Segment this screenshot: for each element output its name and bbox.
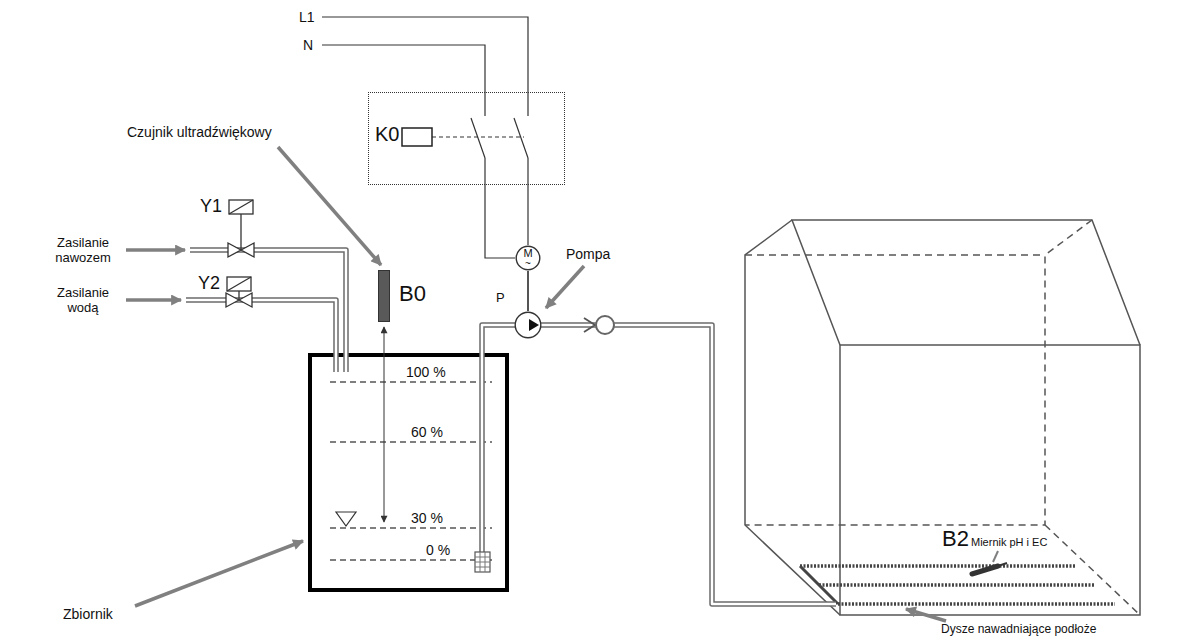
- contactor-label: K0: [375, 124, 570, 144]
- greenhouse-side: [745, 220, 840, 615]
- probe-tip: [998, 563, 1007, 566]
- tank-outline: [310, 355, 507, 590]
- neutral-wire: [322, 45, 485, 116]
- greenhouse-front: [840, 345, 1140, 615]
- strainer: [475, 552, 490, 572]
- solenoid-valve: [226, 277, 252, 307]
- callout-arrow: [126, 298, 181, 302]
- callout-arrow: [135, 541, 303, 606]
- greenhouse: [745, 220, 1140, 615]
- strainer-mesh: [475, 552, 490, 572]
- nozzle-lines: [800, 566, 1115, 604]
- level-lines: [330, 382, 492, 560]
- contact-blade: [514, 118, 528, 158]
- callout-text: Czujnik ultradźwiękowy: [126, 124, 273, 140]
- hidden-edge: [1045, 525, 1140, 615]
- greenhouse-roof: [792, 220, 1140, 345]
- suction-pipe: [482, 325, 515, 556]
- relay-coil: [402, 128, 432, 146]
- contact-wire: [527, 158, 528, 185]
- level-label: 100 %: [405, 364, 447, 380]
- symbol-circle: [515, 312, 541, 338]
- hidden-edge: [745, 254, 1045, 256]
- callout-text: Zasilanie nawozem: [50, 236, 116, 266]
- callout-arrows: [126, 147, 946, 621]
- sensor-description: Miernik pH i EC: [970, 536, 1048, 549]
- callout-arrow: [126, 248, 185, 252]
- contactor-box: K0: [368, 92, 565, 185]
- contact-wire: [484, 158, 485, 185]
- sensor-label: B2: [941, 526, 970, 551]
- solenoid-coil: [229, 200, 253, 214]
- level-label: 30 %: [410, 510, 444, 526]
- level-label: 0 %: [425, 542, 451, 558]
- check-valve: [596, 316, 614, 334]
- distance-arrow: [384, 327, 385, 522]
- fertilizer-pipe: [190, 250, 346, 372]
- pump-label: P: [496, 291, 524, 304]
- motor-letter: M: [523, 248, 532, 259]
- power-wiring: [322, 17, 528, 185]
- sensor-label: B0: [399, 283, 409, 305]
- solenoid-mark: [227, 277, 251, 291]
- callout-arrow: [906, 609, 946, 621]
- line-name: N: [302, 37, 314, 53]
- callout-arrow: [546, 266, 584, 308]
- nozzle-line: [838, 602, 1115, 606]
- valve-stem: [240, 214, 241, 250]
- phase-wire: [322, 17, 528, 116]
- valve-stem: [238, 291, 239, 300]
- power-wire: [485, 185, 515, 258]
- power-wire: [527, 185, 528, 245]
- valve-label: Y2: [197, 273, 221, 294]
- solenoid-mark: [229, 200, 253, 214]
- valve-body: [228, 243, 254, 257]
- hidden-edge: [745, 220, 1092, 525]
- callout-text: Zasilanie wodą: [50, 286, 116, 316]
- ultrasonic-sensor: B0: [378, 270, 390, 322]
- motor-shaft: [527, 271, 529, 311]
- mechanical-linkage: [432, 136, 524, 137]
- callout-text: Pompa: [565, 246, 611, 262]
- nozzle-line: [800, 564, 1075, 568]
- line-name: L1: [298, 9, 316, 25]
- delivery-pipe: [541, 325, 836, 604]
- solenoid-coil: [227, 277, 251, 291]
- check-valve-chevron: [584, 318, 595, 332]
- level-line: [330, 527, 492, 528]
- nozzle-line: [819, 583, 1095, 587]
- pump-symbol-outline: [514, 311, 542, 339]
- level-label: 60 %: [410, 424, 444, 440]
- level-line: [330, 381, 492, 382]
- pump-triangle: [529, 319, 539, 331]
- symbol-circle: [516, 246, 540, 270]
- level-line: [330, 441, 492, 442]
- motor-ac-sign: ~: [525, 259, 531, 269]
- valve-body: [226, 293, 252, 307]
- leader-line: [993, 551, 998, 562]
- level-line: [330, 559, 492, 560]
- delivery-pipe: [541, 325, 836, 604]
- callout-arrow: [278, 147, 381, 265]
- callout-text: Dysze nawadniające podłoże: [940, 623, 1097, 637]
- fertilizer-pipe: [190, 250, 346, 372]
- water-pipe: [186, 300, 336, 372]
- pipes-inner: [186, 250, 836, 604]
- water-pipe: [186, 300, 336, 372]
- pipes-outer: [186, 250, 836, 604]
- contact-blade: [471, 118, 485, 158]
- callout-text: Zbiornik: [62, 606, 114, 622]
- water-level-symbol: [336, 512, 356, 526]
- pump-symbol: P: [514, 311, 542, 339]
- motor-symbol: M~: [515, 245, 541, 271]
- probe-symbol: [972, 566, 998, 574]
- valve-label: Y1: [199, 196, 223, 217]
- suction-pipe: [482, 325, 515, 556]
- solenoid-valve: [228, 200, 254, 257]
